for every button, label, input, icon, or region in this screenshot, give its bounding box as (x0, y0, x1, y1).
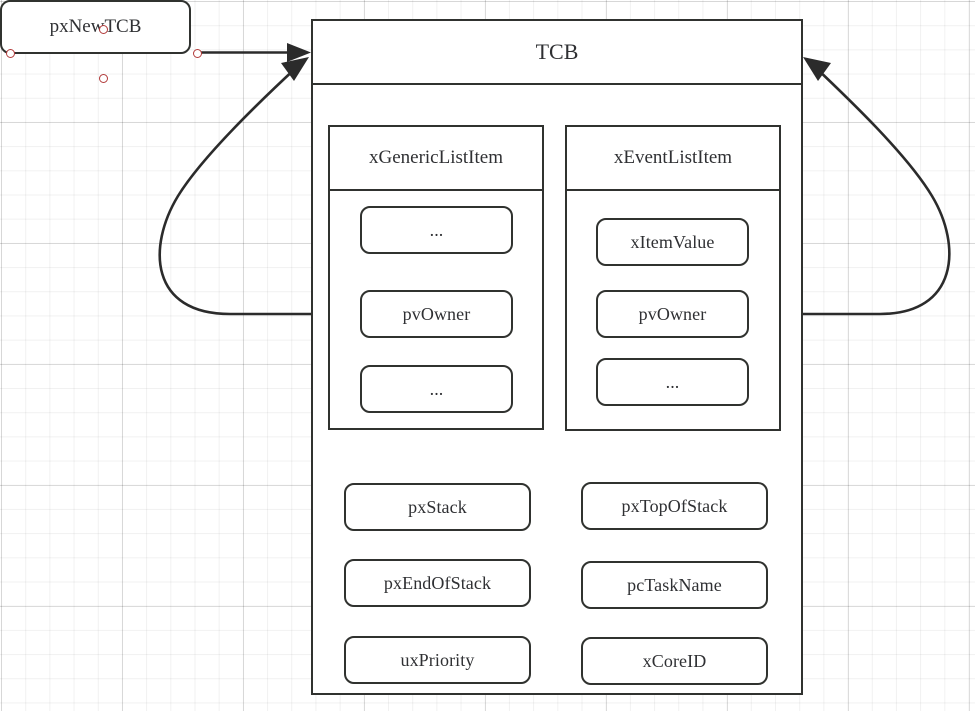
tcb-header: TCB (313, 21, 801, 85)
connection-handle-left[interactable] (5, 49, 15, 58)
tcb-title: TCB (535, 39, 579, 64)
field-pxendofstack[interactable]: pxEndOfStack (344, 559, 531, 607)
node-xeventlistitem[interactable]: xEventListItem (565, 125, 781, 431)
field-pxtopofstack[interactable]: pxTopOfStack (581, 482, 768, 530)
edge-pxnewtcb-to-tcb[interactable] (199, 43, 311, 62)
field-generic-ellipsis-bottom[interactable]: ... (360, 365, 513, 413)
xeventlistitem-header: xEventListItem (567, 127, 779, 191)
connection-handle-bottom[interactable] (99, 73, 108, 83)
field-generic-pvowner[interactable]: pvOwner (360, 290, 513, 338)
field-label: pvOwner (638, 303, 707, 324)
field-pxstack[interactable]: pxStack (344, 483, 531, 531)
field-label: pvOwner (402, 303, 471, 324)
field-uxpriority[interactable]: uxPriority (344, 636, 531, 684)
field-event-ellipsis[interactable]: ... (596, 358, 749, 406)
field-label: pxTopOfStack (621, 495, 728, 516)
node-pxnewtcb[interactable]: pxNewTCB (0, 0, 191, 54)
field-event-xitemvalue[interactable]: xItemValue (596, 218, 749, 266)
node-xgenericlistitem[interactable]: xGenericListItem (328, 125, 544, 430)
field-label: pxStack (408, 496, 467, 517)
field-label: xItemValue (630, 231, 715, 252)
xgenericlistitem-title: xGenericListItem (368, 147, 503, 168)
field-generic-ellipsis-top[interactable]: ... (360, 206, 513, 254)
node-pxnewtcb-label: pxNewTCB (49, 16, 142, 37)
field-event-pvowner[interactable]: pvOwner (596, 290, 749, 338)
xgenericlistitem-header: xGenericListItem (330, 127, 542, 191)
field-label: uxPriority (400, 649, 475, 670)
connection-handle-top[interactable] (99, 24, 108, 34)
field-label: pxEndOfStack (383, 572, 492, 593)
field-pctaskname[interactable]: pcTaskName (581, 561, 768, 609)
field-xcoreid[interactable]: xCoreID (581, 637, 768, 685)
field-label: ... (429, 219, 444, 240)
xeventlistitem-title: xEventListItem (613, 147, 733, 168)
field-label: pcTaskName (627, 574, 722, 595)
field-label: xCoreID (642, 650, 707, 671)
connection-handle-right[interactable] (192, 49, 202, 58)
field-label: ... (665, 371, 680, 392)
field-label: ... (429, 378, 444, 399)
